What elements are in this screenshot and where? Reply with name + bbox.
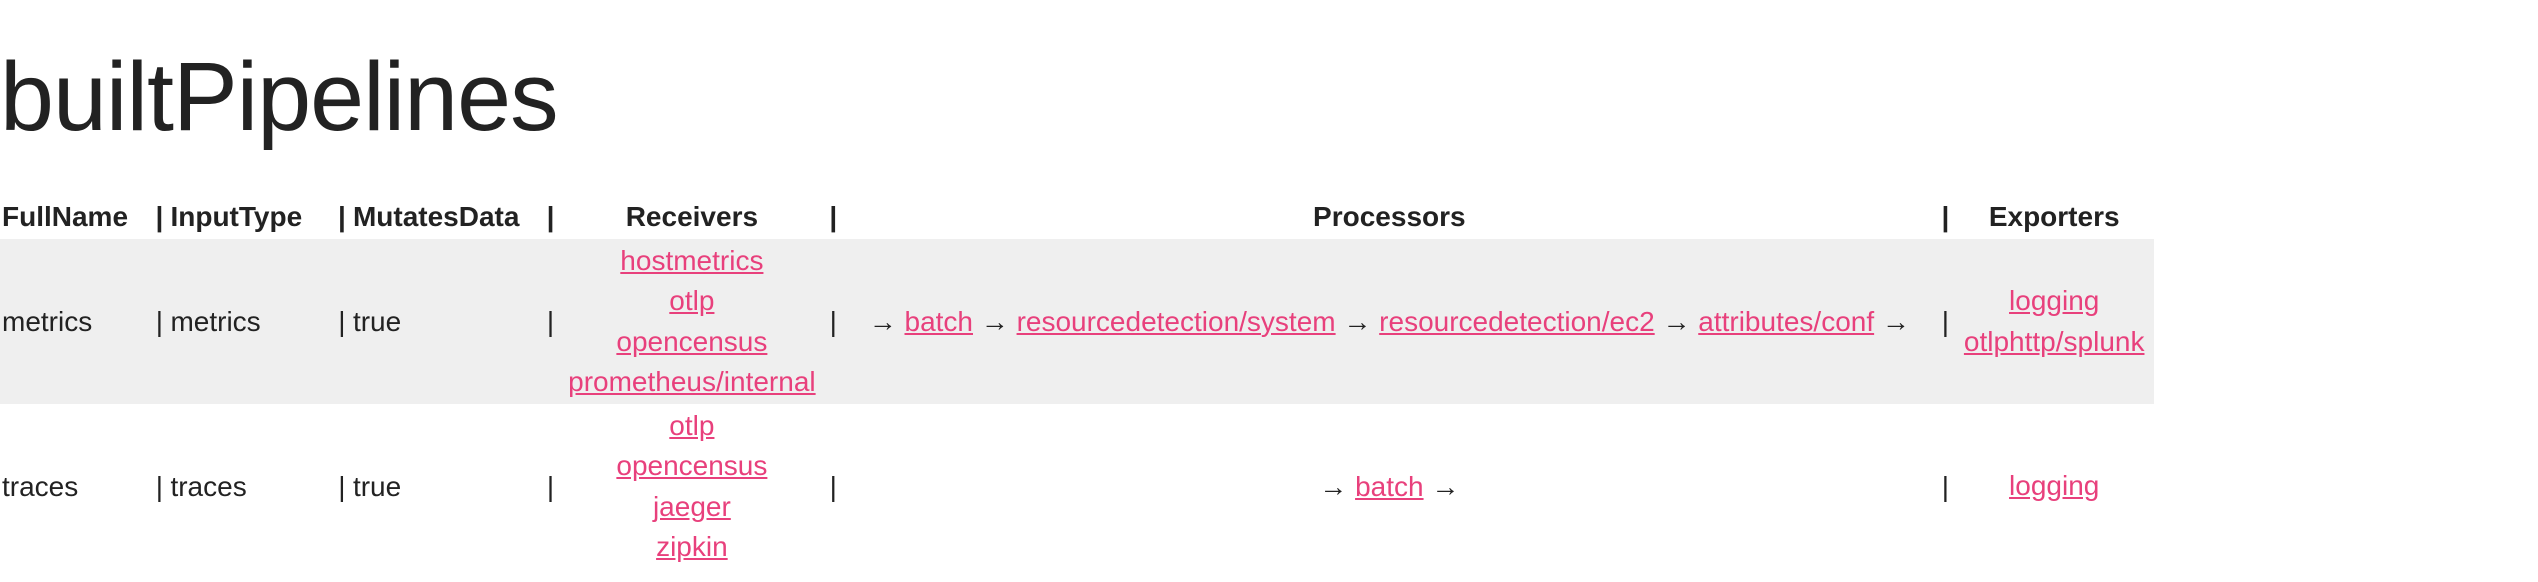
exporter-link-otlphttp-splunk[interactable]: otlphttp/splunk	[1963, 325, 2145, 357]
cell-receivers: otlp opencensus jaeger zipkin	[560, 404, 825, 569]
column-separator: |	[829, 470, 837, 502]
table-row: metrics | metrics | true | hostmetrics o…	[0, 239, 2154, 404]
arrow-icon: →	[868, 305, 897, 337]
cell-mutatesdata: true	[352, 305, 402, 337]
cell-inputtype: metrics	[170, 305, 261, 337]
column-separator: |	[546, 305, 555, 337]
header-inputtype: InputType	[170, 200, 303, 232]
column-separator: |	[155, 470, 164, 502]
exporter-link-logging[interactable]: logging	[2009, 285, 2100, 316]
cell-processors: → batch → resourcedetection/system → res…	[842, 239, 1936, 404]
column-separator: |	[1941, 470, 1949, 502]
receiver-link-opencensus[interactable]: opencensus	[616, 450, 768, 481]
arrow-icon: →	[1343, 305, 1372, 337]
column-separator: |	[829, 200, 838, 232]
column-separator: |	[155, 200, 164, 232]
cell-mutatesdata: true	[352, 470, 402, 502]
table-row: traces | traces | true | otlp opencensus…	[0, 404, 2154, 569]
arrow-icon: →	[1662, 305, 1691, 337]
receiver-link-opencensus[interactable]: opencensus	[616, 325, 768, 357]
arrow-icon: →	[1881, 305, 1910, 337]
column-separator: |	[338, 200, 346, 232]
header-mutatesdata: MutatesData	[352, 200, 520, 232]
header-fullname: FullName	[2, 200, 129, 232]
column-separator: |	[1941, 200, 1950, 232]
column-separator: |	[546, 200, 555, 232]
receiver-link-hostmetrics[interactable]: hostmetrics	[620, 244, 764, 276]
header-exporters: Exporters	[1988, 200, 2120, 232]
receiver-link-zipkin[interactable]: zipkin	[656, 531, 728, 562]
processor-link-resourcedetection-system[interactable]: resourcedetection/system	[1016, 305, 1336, 337]
receiver-link-prometheus-internal[interactable]: prometheus/internal	[568, 366, 816, 397]
cell-processors: → batch →	[842, 404, 1936, 569]
receiver-link-otlp[interactable]: otlp	[669, 409, 715, 441]
column-separator: |	[1941, 305, 1949, 337]
page-title: builtPipelines	[0, 42, 559, 151]
header-receivers: Receivers	[625, 200, 759, 232]
processor-link-resourcedetection-ec2[interactable]: resourcedetection/ec2	[1379, 305, 1655, 337]
table-header-row: FullName | InputType | MutatesData | Rec…	[0, 194, 2154, 239]
receiver-link-otlp[interactable]: otlp	[669, 285, 715, 316]
cell-fullname: traces	[2, 470, 79, 502]
processor-link-attributes-conf[interactable]: attributes/conf	[1698, 305, 1875, 337]
receiver-link-jaeger[interactable]: jaeger	[652, 490, 731, 522]
processor-link-batch[interactable]: batch	[904, 305, 974, 337]
exporter-link-logging[interactable]: logging	[2009, 470, 2100, 502]
cell-receivers: hostmetrics otlp opencensus prometheus/i…	[560, 239, 825, 404]
arrow-icon: →	[1431, 470, 1460, 502]
column-separator: |	[338, 470, 346, 502]
cell-fullname: metrics	[2, 305, 93, 337]
arrow-icon: →	[1319, 470, 1348, 502]
pipelines-table: FullName | InputType | MutatesData | Rec…	[0, 194, 2154, 569]
column-separator: |	[155, 305, 164, 337]
processor-link-batch[interactable]: batch	[1355, 470, 1424, 502]
column-separator: |	[338, 305, 346, 337]
column-separator: |	[829, 305, 837, 337]
header-processors: Processors	[1313, 200, 1466, 232]
cell-exporters: logging	[1954, 404, 2154, 569]
arrow-icon: →	[980, 305, 1009, 337]
column-separator: |	[546, 470, 555, 502]
cell-exporters: logging otlphttp/splunk	[1954, 239, 2154, 404]
cell-inputtype: traces	[170, 470, 247, 502]
